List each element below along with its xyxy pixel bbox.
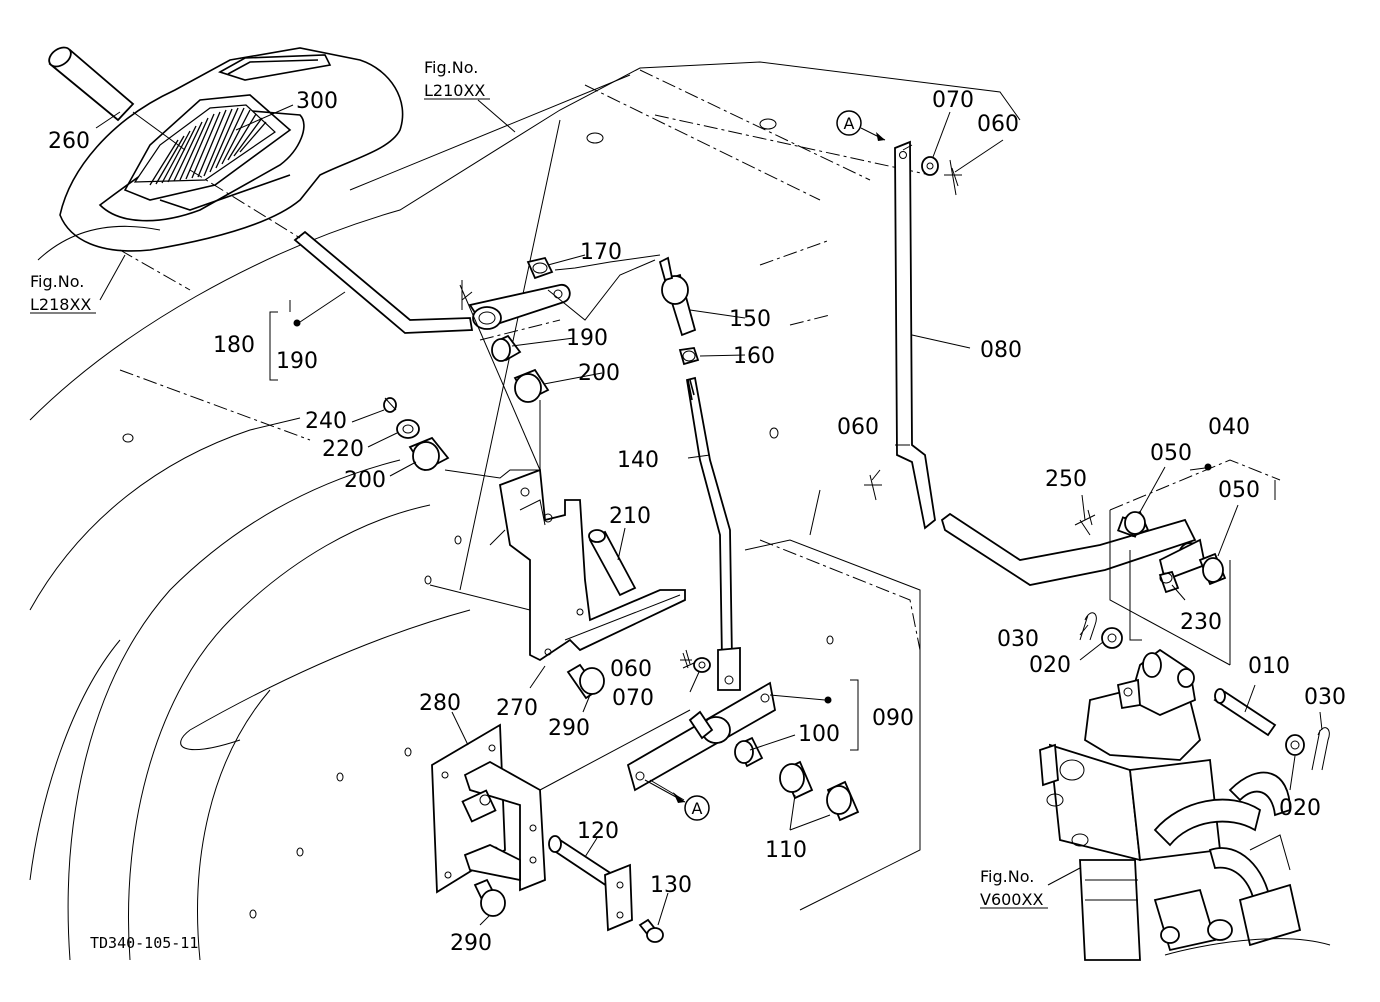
label-120: 120: [577, 819, 619, 844]
svg-text:L218XX: L218XX: [30, 295, 91, 314]
label-200-upper: 200: [578, 361, 620, 386]
fender-outline: [29, 61, 1021, 961]
label-020-left: 020: [1029, 653, 1071, 678]
label-090: 090: [872, 706, 914, 731]
nut-170: [526, 256, 554, 280]
clip-240: [383, 397, 397, 413]
pin-120: [548, 835, 633, 932]
fig-ref-l218xx: Fig.No. L218XX: [30, 272, 96, 314]
svg-text:V600XX: V600XX: [980, 890, 1043, 909]
label-140: 140: [617, 448, 659, 473]
lever-rod: [189, 169, 474, 334]
washer-070-top: [921, 156, 939, 176]
label-040: 040: [1208, 415, 1250, 440]
rod-080: [894, 140, 936, 530]
bush-050-left: [1123, 510, 1150, 538]
svg-text:Fig.No.: Fig.No.: [424, 58, 478, 77]
control-valve: [1039, 648, 1331, 961]
r-pin-030-right: [1311, 727, 1330, 771]
label-100: 100: [798, 722, 840, 747]
label-030-left: 030: [997, 627, 1039, 652]
drawing-code: TD340-105-11: [90, 934, 198, 952]
r-pin-030-left: [1079, 612, 1097, 641]
link-plate-190: [459, 280, 571, 471]
collar-110-a: [779, 760, 814, 800]
washer-220: [396, 419, 420, 439]
label-220: 220: [322, 437, 364, 462]
label-200-lower: 200: [344, 468, 386, 493]
bush-100: [734, 736, 764, 768]
label-110: 110: [765, 838, 807, 863]
ref-marker-a-top: A: [836, 110, 886, 141]
label-260: 260: [48, 129, 90, 154]
ref-marker-a-bottom: A: [644, 779, 710, 821]
svg-text:A: A: [844, 114, 855, 133]
label-250: 250: [1045, 467, 1087, 492]
label-130: 130: [650, 873, 692, 898]
lever-guide-panel: [59, 47, 404, 252]
label-160: 160: [733, 344, 775, 369]
svg-text:L210XX: L210XX: [424, 81, 485, 100]
leader-170-bracket: [554, 254, 661, 271]
label-190-lower: 190: [276, 349, 318, 374]
washer-020-right: [1285, 734, 1305, 756]
label-230: 230: [1180, 610, 1222, 635]
label-060-mid: 060: [837, 415, 879, 440]
fig-ref-v600xx: Fig.No. V600XX: [980, 867, 1048, 909]
bolt-290-upper: [566, 663, 605, 700]
label-190-upper: 190: [566, 326, 608, 351]
svg-text:Fig.No.: Fig.No.: [980, 867, 1034, 886]
bolt-130: [638, 918, 664, 943]
fig-ref-l210xx: Fig.No. L210XX: [424, 58, 490, 100]
nut-160: [678, 347, 700, 366]
label-060-top: 060: [977, 112, 1019, 137]
leader-lines: [95, 99, 1323, 926]
collar-110-b: [826, 780, 860, 822]
label-300: 300: [296, 89, 338, 114]
bush-190: [491, 334, 522, 362]
snap-pin-060-top: [944, 159, 962, 196]
label-050-left: 050: [1150, 441, 1192, 466]
collar-200-upper: [513, 368, 550, 470]
label-150: 150: [729, 307, 771, 332]
label-020-right: 020: [1279, 796, 1321, 821]
bush-050-right: [1198, 552, 1227, 586]
label-080: 080: [980, 338, 1022, 363]
label-070-center: 070: [612, 686, 654, 711]
label-280: 280: [419, 691, 461, 716]
label-290-lower: 290: [450, 931, 492, 956]
part-labels: 260 300 170 150 160 190 180 190 200 240 …: [48, 88, 1346, 956]
label-270: 270: [496, 696, 538, 721]
svg-text:A: A: [692, 799, 703, 818]
collar-200-lower: [408, 436, 540, 479]
bracket-270: [429, 468, 686, 662]
washer-020-left: [1101, 627, 1123, 649]
lever-knob-260: [48, 46, 186, 151]
snap-pin-060-mid: [864, 474, 882, 501]
bracket-280: [431, 709, 691, 894]
label-290-upper: 290: [548, 716, 590, 741]
snap-pin-060-center: [680, 649, 692, 669]
label-170: 170: [580, 240, 622, 265]
pin-010: [1213, 688, 1277, 737]
label-210: 210: [609, 504, 651, 529]
label-060-center: 060: [610, 657, 652, 682]
label-050-right: 050: [1218, 478, 1260, 503]
pin-210: [588, 529, 637, 597]
label-240: 240: [305, 409, 347, 434]
lever-plate-090: [626, 681, 832, 801]
washer-070-center: [693, 657, 711, 673]
label-070-top: 070: [932, 88, 974, 113]
leader-bracket-170: [547, 259, 656, 321]
rod-140: [685, 376, 741, 691]
label-180: 180: [213, 333, 255, 358]
bolt-290-lower: [473, 878, 506, 917]
label-030-right: 030: [1304, 685, 1346, 710]
label-010: 010: [1248, 654, 1290, 679]
ball-joint-150: [658, 256, 697, 337]
svg-text:Fig.No.: Fig.No.: [30, 272, 84, 291]
clip-250: [1074, 509, 1096, 536]
